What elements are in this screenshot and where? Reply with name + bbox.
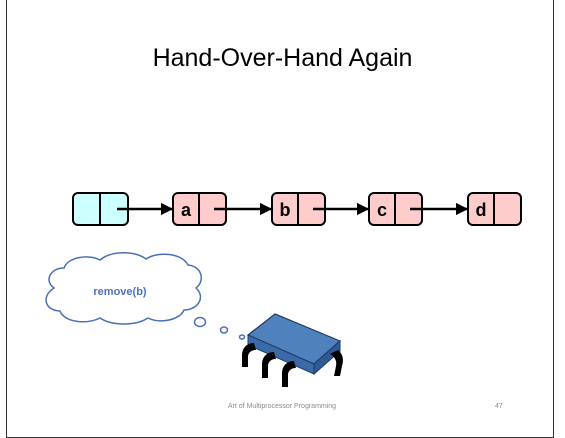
- node-label: d: [476, 200, 487, 220]
- thought-bubble-small: [238, 334, 246, 340]
- processor-chip-icon: [242, 313, 343, 387]
- thought-bubble-large: [193, 316, 207, 328]
- linked-list-diagram: a b c d remove(b): [45, 192, 522, 387]
- list-node-a: a: [172, 192, 227, 226]
- thought-bubble-medium: [219, 326, 229, 334]
- node-label: c: [377, 200, 387, 220]
- node-label: a: [181, 200, 192, 220]
- thought-cloud: remove(b): [45, 252, 203, 325]
- slide-title: Hand-Over-Hand Again: [152, 44, 413, 72]
- page-number: 47: [495, 403, 503, 410]
- cloud-shape: [45, 252, 203, 325]
- footer-text: Art of Multiprocessor Programming: [227, 403, 337, 410]
- node-label: b: [280, 200, 291, 220]
- thought-text: remove(b): [93, 286, 147, 298]
- list-node-d: d: [467, 192, 522, 226]
- slide: Hand-Over-Hand Again a b c: [6, 0, 554, 438]
